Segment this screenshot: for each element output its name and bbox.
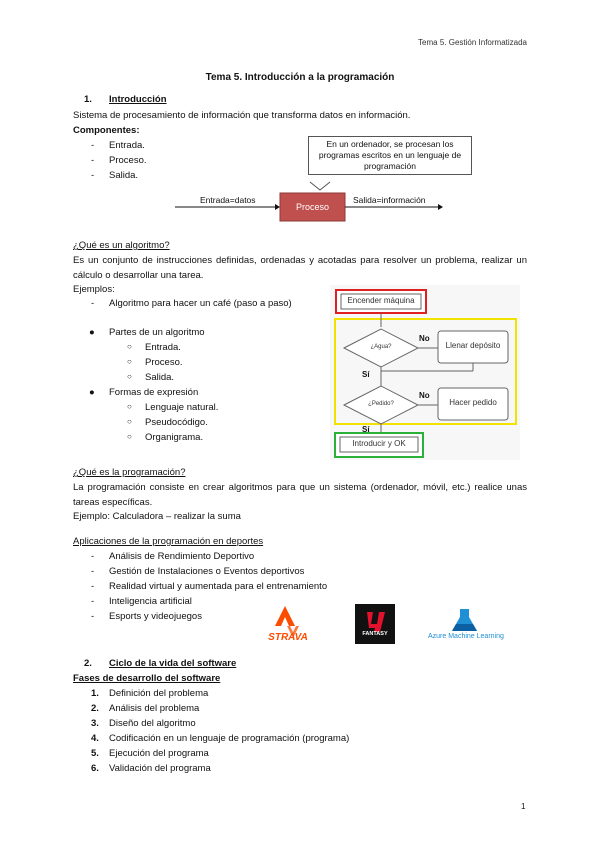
dash-bullet: - bbox=[91, 551, 95, 562]
dash-bullet: - bbox=[91, 566, 95, 577]
fantasy-wordmark: FANTASY bbox=[362, 631, 388, 637]
list-item: Inteligencia artificial bbox=[109, 596, 192, 607]
flow-si-label: Sí bbox=[362, 370, 370, 379]
section-heading: ¿Qué es un algoritmo? bbox=[73, 240, 170, 251]
dot-bullet: ● bbox=[89, 327, 95, 338]
dash-bullet: - bbox=[91, 140, 95, 151]
dash-bullet: - bbox=[91, 581, 95, 592]
paragraph: Es un conjunto de instrucciones definida… bbox=[73, 255, 527, 281]
list-item: Entrada. bbox=[145, 342, 181, 353]
strava-wordmark: STRAVA bbox=[268, 632, 308, 643]
list-item: Salida. bbox=[145, 372, 175, 383]
flow-no-label: No bbox=[419, 391, 430, 400]
phase-number: 6. bbox=[91, 763, 99, 774]
list-item: Proceso. bbox=[145, 357, 183, 368]
list-item: Codificación en un lenguaje de programac… bbox=[109, 733, 350, 744]
dash-bullet: - bbox=[91, 611, 95, 622]
paragraph: La programación consiste en crear algori… bbox=[73, 482, 527, 508]
running-header: Tema 5. Gestión Informatizada bbox=[418, 38, 527, 47]
components-label: Componentes: bbox=[73, 125, 140, 136]
section-heading: ¿Qué es la programación? bbox=[73, 467, 186, 478]
list-item: Formas de expresión bbox=[109, 387, 199, 398]
section-heading: Introducción bbox=[109, 94, 167, 105]
strava-logo bbox=[275, 606, 299, 638]
list-item: Análisis del problema bbox=[109, 703, 200, 714]
flow-no-label: No bbox=[419, 334, 430, 343]
list-item: Pseudocódigo. bbox=[145, 417, 208, 428]
subsection-heading: Fases de desarrollo del software bbox=[73, 673, 221, 684]
list-item: Salida. bbox=[109, 170, 139, 181]
azure-ml-icon bbox=[452, 609, 477, 631]
action-order bbox=[437, 387, 509, 421]
list-item: Ejecución del programa bbox=[109, 748, 209, 759]
flow-start-label: Encender máquina bbox=[347, 296, 415, 305]
paragraph: Sistema de procesamiento de información … bbox=[73, 110, 411, 121]
dash-bullet: - bbox=[91, 596, 95, 607]
list-item: Partes de un algoritmo bbox=[109, 327, 205, 338]
circle-bullet: ○ bbox=[127, 357, 132, 366]
page-number: 1 bbox=[521, 802, 526, 811]
output-label: Salida=información bbox=[353, 195, 426, 205]
list-item: Organigrama. bbox=[145, 432, 204, 443]
example-line: Ejemplo: Calculadora – realizar la suma bbox=[73, 511, 241, 522]
callout-box: En un ordenador, se procesan los program… bbox=[308, 136, 472, 175]
phase-number: 5. bbox=[91, 748, 99, 759]
section-heading: Ciclo de la vida del software bbox=[109, 658, 237, 669]
list-item: Validación del programa bbox=[109, 763, 211, 774]
process-label: Proceso bbox=[295, 202, 330, 212]
list-item: Proceso. bbox=[109, 155, 147, 166]
phase-number: 3. bbox=[91, 718, 99, 729]
dot-bullet: ● bbox=[89, 387, 95, 398]
section-heading: Aplicaciones de la programación en depor… bbox=[73, 536, 264, 547]
process-box bbox=[279, 192, 346, 222]
circle-bullet: ○ bbox=[127, 402, 132, 411]
circle-bullet: ○ bbox=[127, 417, 132, 426]
fantasy-mark bbox=[367, 612, 385, 632]
list-item: Lenguaje natural. bbox=[145, 402, 219, 413]
phase-number: 4. bbox=[91, 733, 99, 744]
flow-act2-label: Hacer pedido bbox=[449, 398, 497, 407]
dash-bullet: - bbox=[91, 170, 95, 181]
circle-bullet: ○ bbox=[127, 342, 132, 351]
list-item: Algoritmo para hacer un café (paso a pas… bbox=[109, 298, 292, 309]
process-diagram bbox=[175, 181, 443, 222]
flow-si-label: Sí bbox=[362, 425, 370, 434]
callout-pointer bbox=[309, 181, 331, 191]
phase-number: 2. bbox=[91, 703, 99, 714]
examples-label: Ejemplos: bbox=[73, 284, 115, 295]
list-item: Realidad virtual y aumentada para el ent… bbox=[109, 581, 328, 592]
flow-end-label: Introducir y OK bbox=[352, 439, 406, 448]
start-box bbox=[340, 293, 422, 310]
page-title: Tema 5. Introducción a la programación bbox=[205, 72, 395, 83]
list-item: Definición del problema bbox=[109, 688, 209, 699]
end-box bbox=[339, 436, 419, 453]
section-number: 1. bbox=[84, 94, 92, 105]
circle-bullet: ○ bbox=[127, 432, 132, 441]
input-label: Entrada=datos bbox=[200, 195, 256, 205]
circle-bullet: ○ bbox=[127, 372, 132, 381]
list-item: Esports y videojuegos bbox=[109, 611, 202, 622]
flow-q1-label: ¿Agua? bbox=[370, 344, 392, 350]
list-item: Entrada. bbox=[109, 140, 145, 151]
azure-wordmark: Azure Machine Learning bbox=[428, 633, 504, 640]
flow-q2-label: ¿Pedido? bbox=[368, 401, 394, 407]
section-number: 2. bbox=[84, 658, 92, 669]
flowchart bbox=[330, 285, 520, 460]
list-item: Gestión de Instalaciones o Eventos depor… bbox=[109, 566, 305, 577]
loop-outline bbox=[334, 318, 517, 425]
dash-bullet: - bbox=[91, 298, 95, 309]
phase-number: 1. bbox=[91, 688, 99, 699]
flow-act1-label: Llenar depósito bbox=[445, 341, 501, 350]
dash-bullet: - bbox=[91, 155, 95, 166]
list-item: Diseño del algoritmo bbox=[109, 718, 196, 729]
list-item: Análisis de Rendimiento Deportivo bbox=[109, 551, 255, 562]
